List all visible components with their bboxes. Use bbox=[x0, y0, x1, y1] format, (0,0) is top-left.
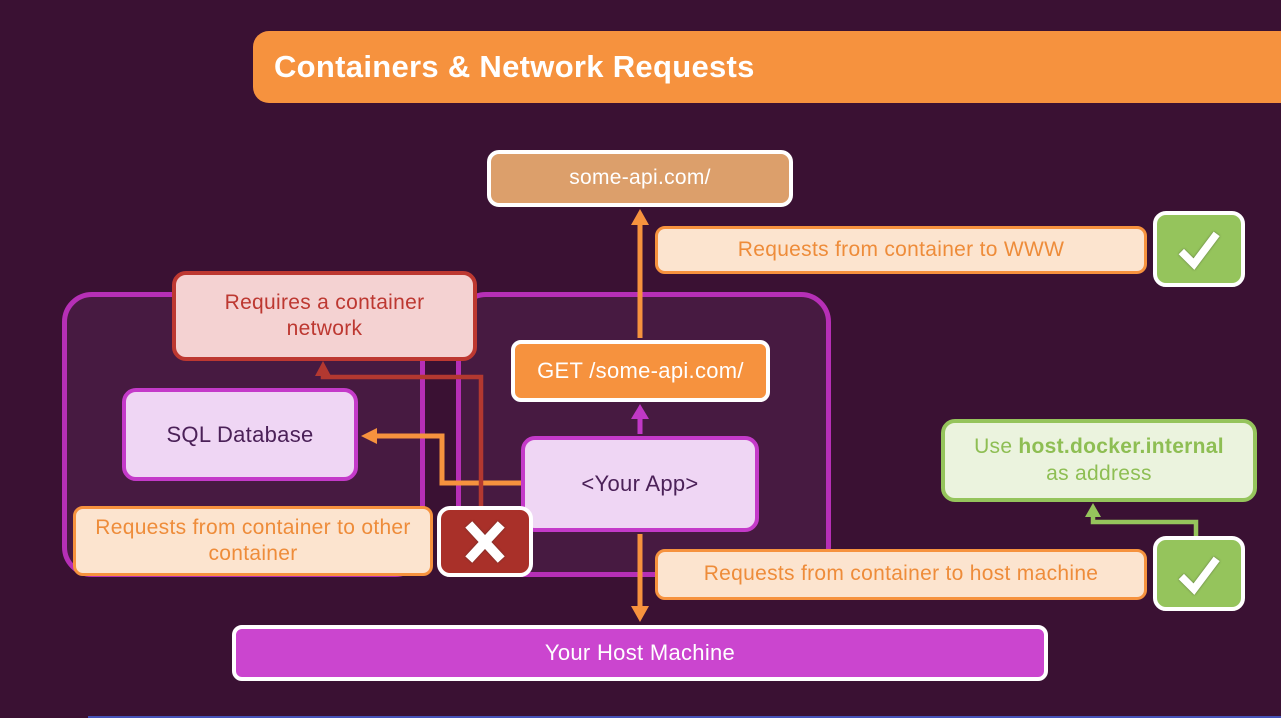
title-bar: Containers & Network Requests bbox=[253, 31, 1281, 103]
label-requests-to-host: Requests from container to host machine bbox=[655, 549, 1147, 600]
label-requests-to-www: Requests from container to WWW bbox=[655, 226, 1147, 274]
checkmark-glyph bbox=[1178, 231, 1220, 270]
node-requires-network-label: Requires a container network bbox=[224, 290, 425, 340]
node-sql-database-label: SQL Database bbox=[166, 421, 314, 447]
checkmark-glyph bbox=[1178, 556, 1220, 595]
node-get-request-label: GET /some-api.com/ bbox=[537, 358, 744, 384]
cross-glyph bbox=[465, 520, 505, 563]
node-host-machine: Your Host Machine bbox=[232, 625, 1048, 681]
node-your-app: <Your App> bbox=[521, 436, 759, 532]
checkmark-icon-host bbox=[1153, 536, 1245, 611]
checkmark-icon bbox=[1153, 211, 1245, 287]
label-requests-to-other-container-text: Requests from container to other contain… bbox=[95, 515, 411, 565]
node-some-api: some-api.com/ bbox=[487, 150, 793, 207]
node-get-request: GET /some-api.com/ bbox=[511, 340, 770, 402]
note-suffix: as address bbox=[1046, 461, 1152, 485]
label-requests-to-host-text: Requests from container to host machine bbox=[703, 562, 1099, 586]
node-some-api-label: some-api.com/ bbox=[569, 166, 711, 190]
progress-bar[interactable] bbox=[88, 716, 1281, 718]
node-host-machine-label: Your Host Machine bbox=[544, 640, 736, 666]
label-requests-to-www-text: Requests from container to WWW bbox=[737, 237, 1065, 261]
cross-icon bbox=[437, 506, 533, 577]
node-requires-network: Requires a container network bbox=[172, 271, 477, 361]
node-your-app-label: <Your App> bbox=[581, 471, 699, 497]
note-prefix: Use bbox=[974, 435, 1013, 459]
arrow-check-to-note bbox=[1085, 503, 1199, 537]
note-host-docker-internal: host.docker.internal bbox=[1018, 435, 1224, 459]
page-title: Containers & Network Requests bbox=[274, 49, 755, 84]
node-sql-database: SQL Database bbox=[122, 388, 358, 481]
label-requests-to-other-container: Requests from container to other contain… bbox=[73, 506, 433, 576]
